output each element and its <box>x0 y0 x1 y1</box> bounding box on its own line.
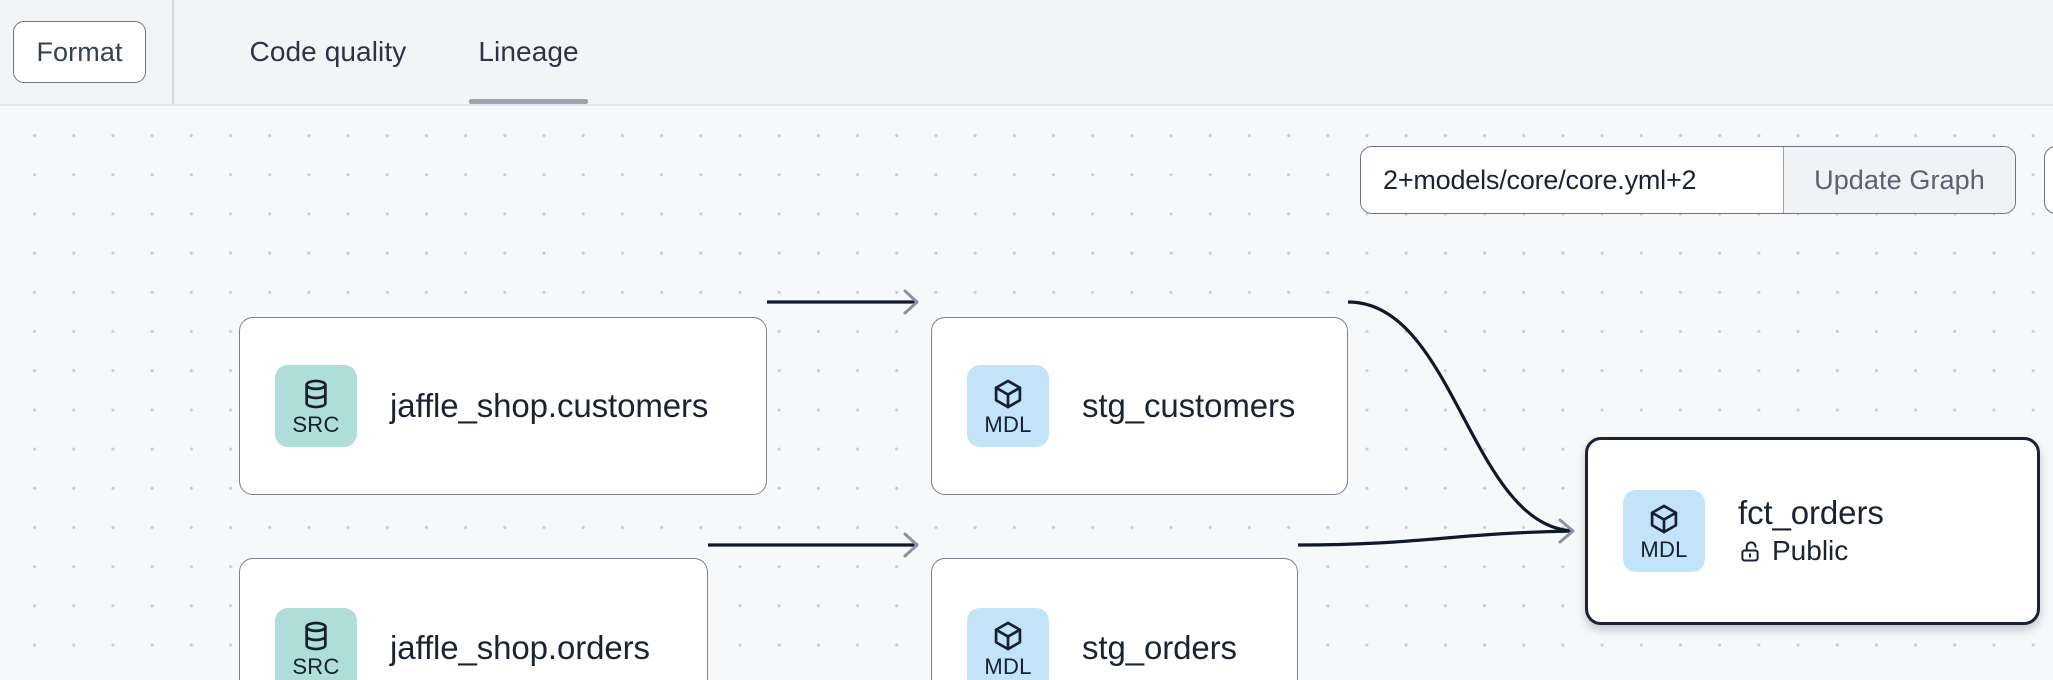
lineage-canvas[interactable]: SRC jaffle_shop.customers SRC jaffle_sho… <box>0 104 2053 680</box>
toolbar-left-section: Format <box>0 0 172 104</box>
lineage-node-src-orders[interactable]: SRC jaffle_shop.orders <box>239 558 708 680</box>
toolbar-divider <box>172 0 174 104</box>
graph-controls: Update Graph <box>1360 146 2053 214</box>
lineage-node-fct-orders[interactable]: MDL fct_orders Public <box>1585 437 2040 625</box>
graph-query-input[interactable] <box>1361 147 1783 213</box>
badge-src: SRC <box>275 365 357 447</box>
badge-mdl: MDL <box>1623 490 1705 572</box>
node-body: stg_orders <box>1082 629 1237 667</box>
graph-side-control[interactable] <box>2044 146 2053 214</box>
node-title: fct_orders <box>1738 493 1884 531</box>
badge-label: MDL <box>984 654 1032 679</box>
badge-label: MDL <box>1640 536 1688 562</box>
node-body: fct_orders Public <box>1738 493 1884 568</box>
node-title: jaffle_shop.orders <box>390 629 650 667</box>
node-body: stg_customers <box>1082 386 1296 425</box>
badge-label: SRC <box>292 411 340 437</box>
node-access-label: Public <box>1772 535 1849 567</box>
badge-label: MDL <box>984 411 1032 437</box>
unlock-icon <box>1741 541 1759 562</box>
arrowhead-stg-customers <box>903 289 919 315</box>
node-title: jaffle_shop.customers <box>390 386 709 424</box>
lineage-node-src-customers[interactable]: SRC jaffle_shop.customers <box>239 317 767 495</box>
top-toolbar: Format Code quality Lineage <box>0 0 2053 104</box>
arrowhead-stg-orders <box>903 532 919 558</box>
lineage-node-stg-customers[interactable]: MDL stg_customers <box>931 317 1348 495</box>
tab-code-quality[interactable]: Code quality <box>249 36 407 67</box>
node-access-row: Public <box>1738 535 1884 567</box>
canvas-top-border <box>0 104 2053 106</box>
database-icon <box>305 621 327 651</box>
node-title: stg_customers <box>1082 386 1296 424</box>
update-graph-button[interactable]: Update Graph <box>1783 147 2015 213</box>
node-body: jaffle_shop.customers <box>390 386 709 425</box>
tab-bar: Code quality Lineage <box>174 0 589 104</box>
cube-icon <box>994 621 1022 651</box>
node-body: jaffle_shop.orders <box>390 629 650 667</box>
database-icon <box>305 379 327 408</box>
badge-mdl: MDL <box>967 365 1049 447</box>
edge-stg-customers-to-fct-orders <box>1347 300 1574 533</box>
format-button[interactable]: Format <box>13 21 146 83</box>
cube-icon <box>1650 504 1678 533</box>
edge-stg-orders-to-fct-orders <box>1297 529 1574 547</box>
node-title: stg_orders <box>1082 629 1237 667</box>
arrowhead-fct-orders <box>1558 518 1575 544</box>
cube-icon <box>994 379 1022 408</box>
tab-lineage[interactable]: Lineage <box>469 0 589 104</box>
badge-src: SRC <box>275 607 357 680</box>
lineage-node-stg-orders[interactable]: MDL stg_orders <box>931 558 1298 680</box>
badge-label: SRC <box>292 654 340 679</box>
graph-query-group: Update Graph <box>1360 146 2016 214</box>
badge-mdl: MDL <box>967 607 1049 680</box>
